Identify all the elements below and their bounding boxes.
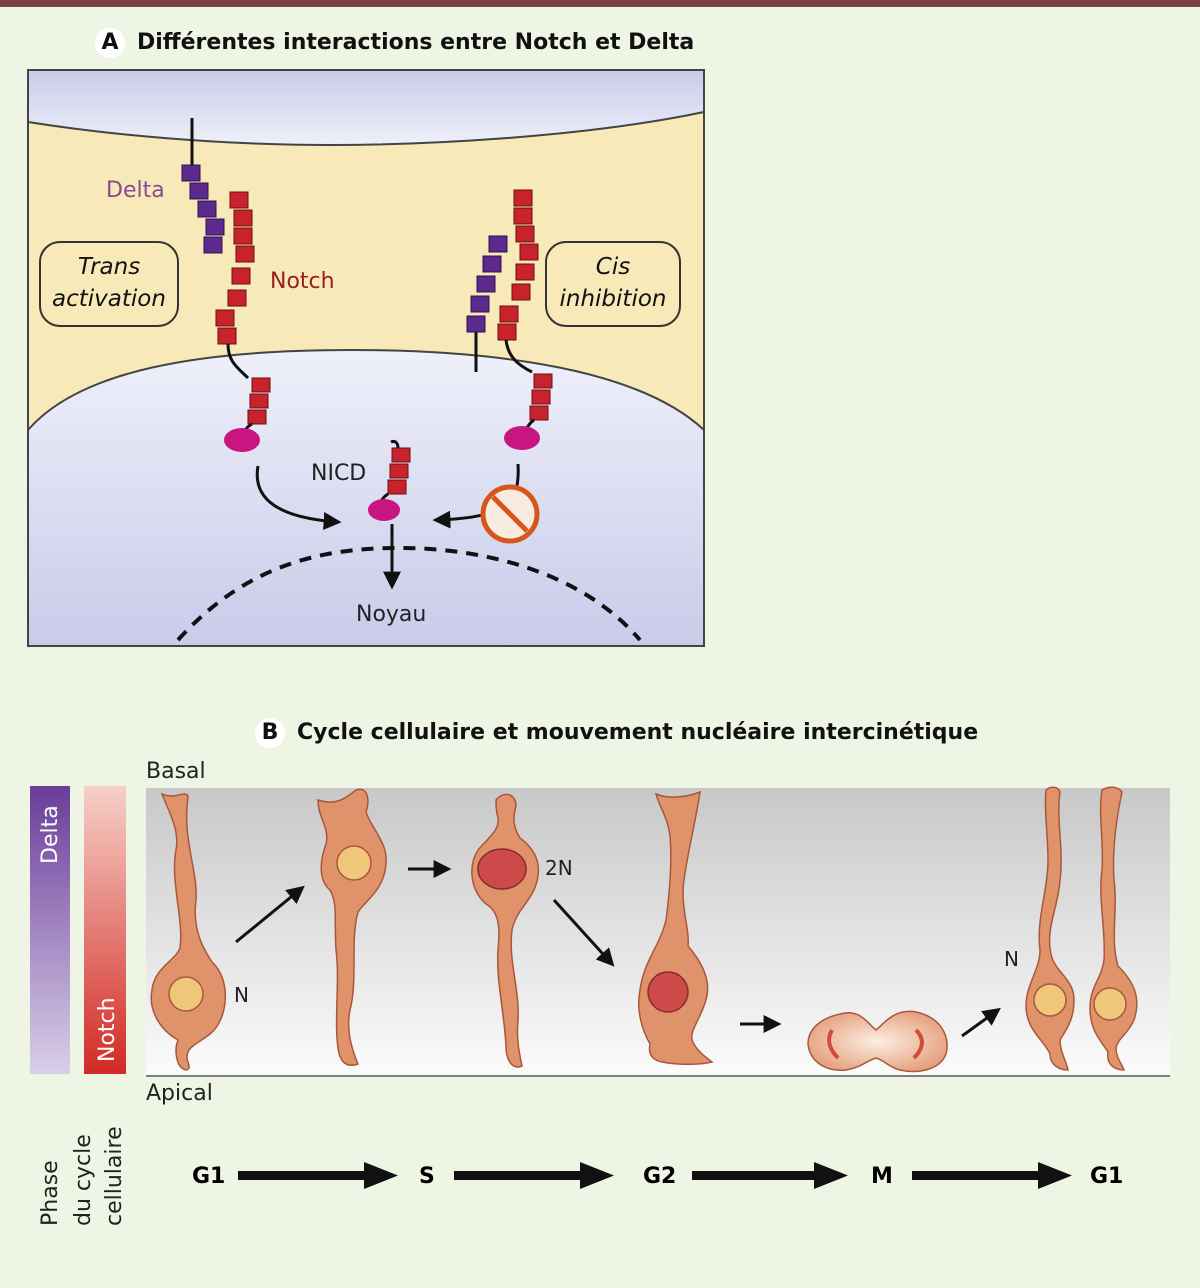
notch-cis-receptor — [497, 189, 553, 450]
cell-s-basal — [317, 788, 387, 1066]
delta-trans-ligand — [181, 118, 225, 254]
cell-g2-apical — [638, 790, 714, 1066]
notch-trans-receptor — [215, 191, 271, 452]
trans-activation-box — [39, 241, 179, 327]
nicd-fragment — [368, 440, 411, 521]
arrow-g1-to-s — [235, 885, 305, 944]
delta-cis-ligand — [466, 235, 508, 372]
phase-label-line2: du cycle — [71, 1134, 96, 1226]
panel-a-title-text: Différentes interactions entre Notch et … — [137, 30, 695, 55]
phase-label-line1: Phase — [38, 1160, 63, 1226]
nucleus — [168, 976, 204, 1012]
phase-arrow-4 — [912, 1162, 1072, 1189]
nucleus-membrane — [176, 545, 642, 642]
notch-gradient-bar — [84, 786, 126, 1074]
phase-arrow-2 — [454, 1162, 614, 1189]
basal-label: Basal — [146, 759, 206, 784]
top-border — [0, 0, 1200, 7]
trans-activation-arrow — [255, 465, 342, 530]
cell-g1-daughter-1 — [1025, 786, 1075, 1071]
phase-g1-start: G1 — [192, 1164, 225, 1189]
notch-label: Notch — [270, 269, 335, 294]
panel-a-diagram: Trans activation Cis inhibition Delta No… — [27, 69, 705, 647]
nucleus — [647, 971, 689, 1013]
apical-label: Apical — [146, 1081, 213, 1106]
nucleus — [1093, 987, 1127, 1021]
panel-b-diagram: Delta Notch Basal Apical — [30, 759, 1170, 1226]
phase-m: M — [871, 1164, 893, 1189]
notch-gradient-label: Notch — [95, 997, 120, 1062]
nicd-label: NICD — [311, 461, 366, 486]
phase-arrow-1 — [238, 1162, 398, 1189]
panel-b-title: B Cycle cellulaire et mouvement nucléaire… — [255, 718, 978, 748]
delta-gradient-label: Delta — [38, 805, 63, 864]
nucleus — [336, 845, 372, 881]
panel-a-letter: A — [95, 28, 125, 58]
delta-label: Delta — [106, 178, 165, 203]
arrow-m-to-g1 — [961, 1007, 1001, 1038]
arrow-2n-to-g2 — [552, 898, 615, 967]
cell-s-2n — [471, 793, 540, 1068]
panel-a-title: A Différentes interactions entre Notch et… — [95, 28, 694, 58]
nucleus — [1033, 983, 1067, 1017]
label-n-last: N — [1004, 947, 1019, 971]
panel-b-title-text: Cycle cellulaire et mouvement nucléaire … — [297, 720, 979, 745]
cell-g1-daughter-2 — [1089, 786, 1138, 1071]
phase-label-line3: cellulaire — [102, 1126, 127, 1226]
cis-label-line2: inhibition — [560, 286, 667, 312]
trans-label-line2: activation — [52, 286, 166, 312]
noyau-label: Noyau — [356, 602, 426, 627]
nucleus — [477, 848, 527, 890]
delta-gradient-bar — [30, 786, 70, 1074]
phase-g2: G2 — [643, 1164, 676, 1189]
upper-cell — [27, 69, 705, 147]
phase-arrow-3 — [692, 1162, 848, 1189]
label-2n: 2N — [545, 856, 573, 880]
phase-s: S — [419, 1164, 435, 1189]
inhibition-icon — [480, 484, 540, 544]
label-n-first: N — [234, 983, 249, 1007]
cis-inhibition-box — [545, 241, 681, 327]
cell-g1-apical — [150, 792, 226, 1071]
phase-g1-end: G1 — [1090, 1164, 1123, 1189]
panel-b-letter: B — [255, 718, 285, 748]
trans-label-line1: Trans — [78, 254, 140, 280]
cell-mitosis — [807, 1010, 948, 1073]
cis-label-line1: Cis — [596, 254, 630, 280]
